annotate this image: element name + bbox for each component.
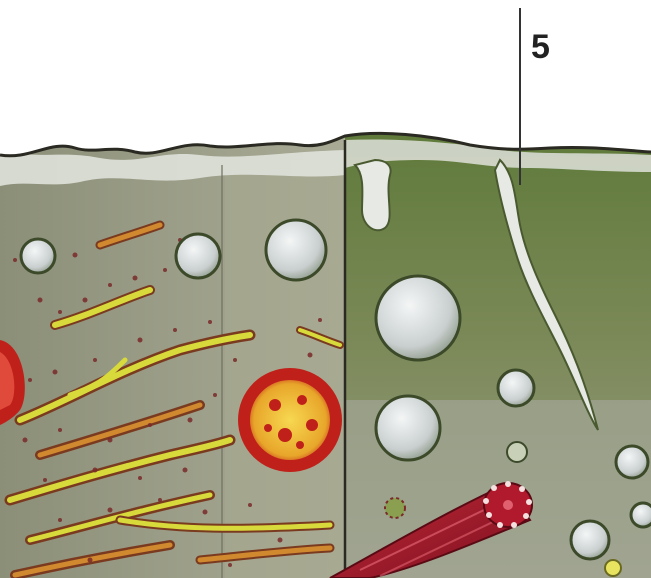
vesicle bbox=[21, 239, 55, 273]
vesicle bbox=[176, 234, 220, 278]
vesicle bbox=[571, 521, 609, 559]
vesicle bbox=[616, 446, 648, 478]
secretory-granule bbox=[238, 368, 342, 472]
cell-body bbox=[0, 130, 651, 578]
small-vesicle bbox=[385, 498, 405, 518]
vesicle bbox=[498, 370, 534, 406]
vesicle bbox=[631, 503, 651, 527]
callout-number-5: 5 bbox=[531, 30, 550, 64]
vesicle bbox=[376, 396, 440, 460]
small-vesicle bbox=[507, 442, 527, 462]
vesicle bbox=[266, 220, 326, 280]
vesicle bbox=[376, 276, 460, 360]
small-vesicle bbox=[605, 560, 621, 576]
